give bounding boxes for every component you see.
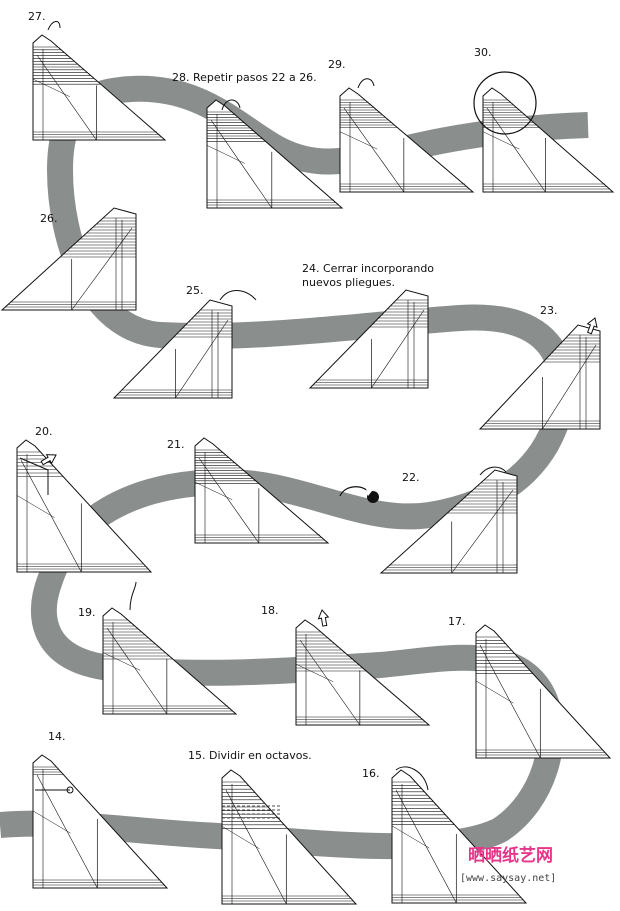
figure-step-22 [379, 469, 518, 574]
figure-step-25 [112, 299, 233, 399]
figure-step-16 [391, 769, 528, 904]
figure-step-27 [32, 34, 167, 141]
arrow-step-28 [221, 99, 241, 111]
watermark-logo: 晒晒纸艺网 [468, 845, 553, 866]
arrow-step-29 [357, 78, 375, 89]
step-label-24-line2: nuevos pliegues. [302, 276, 395, 289]
arrow-step-19 [129, 581, 137, 611]
step-label-17: 17. [448, 615, 466, 628]
step-label-28: 28. Repetir pasos 22 a 26. [172, 71, 317, 84]
step-label-29: 29. [328, 58, 346, 71]
figure-step-15 [221, 769, 358, 905]
watermark-url: [www.saysay.net] [460, 873, 556, 884]
figure-step-29 [339, 87, 475, 193]
step-label-24-line1: 24. Cerrar incorporando [302, 262, 434, 275]
push-arrow-step-23 [586, 317, 598, 335]
step-label-19: 19. [78, 606, 96, 619]
step-label-18: 18. [261, 604, 279, 617]
step-label-16: 16. [362, 767, 380, 780]
step-label-14: 14. [48, 730, 66, 743]
step-path [0, 75, 589, 860]
figure-step-18 [295, 619, 431, 726]
step-label-21: 21. [167, 438, 185, 451]
step-label-30: 30. [474, 46, 492, 59]
fold-line-step-20 [19, 457, 49, 495]
reference-point-icon [66, 786, 74, 794]
figure-step-21 [194, 437, 330, 544]
figure-step-19 [102, 607, 238, 715]
arrow-step-25 [219, 290, 257, 301]
step-label-22: 22. [402, 471, 420, 484]
step-label-15: 15. Dividir en octavos. [188, 749, 312, 762]
step-label-20: 20. [35, 425, 53, 438]
step-label-23: 23. [540, 304, 558, 317]
figure-step-28 [206, 99, 344, 209]
figure-step-20 [16, 439, 153, 573]
arrow-step-16 [395, 766, 429, 791]
figure-step-30 [482, 87, 615, 193]
figure-step-24 [308, 289, 429, 389]
figure-step-14 [32, 754, 169, 889]
push-arrow-step-18 [317, 609, 330, 627]
arrow-step-22 [479, 466, 507, 476]
figure-step-26 [0, 207, 137, 311]
push-arrow-step-20 [40, 454, 57, 466]
turn-over-icon [339, 486, 379, 503]
figure-step-17 [475, 624, 612, 759]
step-labels: 27. 28. Repetir pasos 22 a 26. 29. 30. 2… [28, 10, 558, 780]
figure-step-23 [478, 324, 601, 430]
step-label-27: 27. [28, 10, 46, 23]
detail-circle [473, 71, 537, 135]
step-label-25: 25. [186, 284, 204, 297]
watermark: 晒晒纸艺网 [www.saysay.net] [460, 845, 556, 884]
step-label-26: 26. [40, 212, 58, 225]
arrow-step-27 [47, 21, 61, 31]
fold-figures [0, 21, 615, 905]
